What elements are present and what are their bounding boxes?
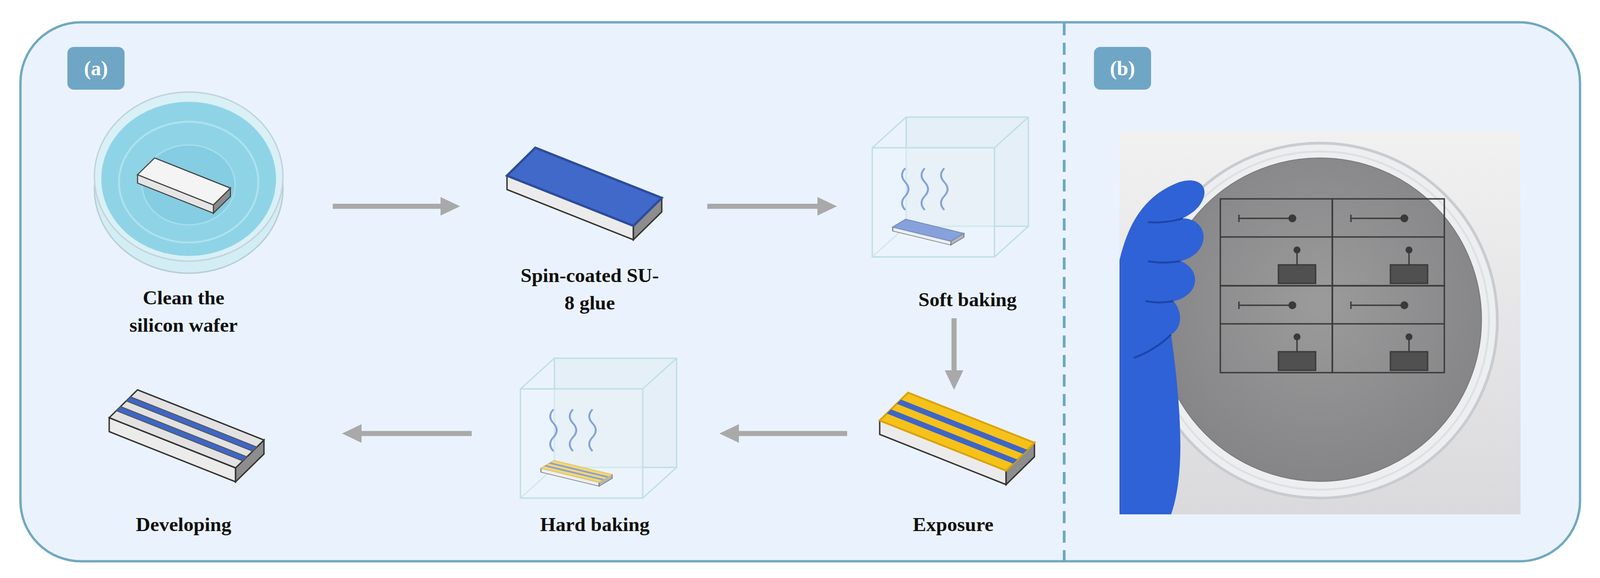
oven — [520, 358, 677, 499]
flow-arrow — [944, 318, 964, 390]
glove — [1119, 180, 1205, 515]
coated-wafer — [506, 147, 662, 240]
panel-label: (a) — [84, 56, 108, 81]
panel-badge: (a) — [67, 46, 125, 90]
flow-arrow — [707, 197, 837, 216]
wafer-photo — [1119, 130, 1521, 515]
process-step: Hard baking — [474, 353, 717, 547]
developed-wafer — [109, 389, 264, 482]
step-caption: Developing — [113, 510, 254, 539]
panel-badge: (b) — [1093, 46, 1152, 90]
step-caption: Spin-coated SU-8 glue — [520, 261, 660, 317]
process-step: Developing — [51, 381, 340, 547]
process-step: Soft baking — [839, 111, 1059, 316]
petri-dish — [94, 92, 284, 274]
flow-arrow — [719, 424, 848, 443]
step-caption: Hard baking — [525, 510, 665, 539]
panel-divider — [1062, 23, 1066, 561]
flow-arrow — [342, 424, 472, 443]
step-caption: Soft baking — [897, 285, 1038, 314]
process-step: Exposure — [849, 392, 1055, 547]
flow-arrow — [332, 197, 461, 216]
panel-label: (b) — [1110, 56, 1136, 81]
oven — [872, 117, 1029, 257]
step-caption: Clean the silicon wafer — [113, 283, 254, 339]
process-step: Spin-coated SU-8 glue — [462, 134, 705, 321]
exposed-wafer — [879, 392, 1035, 485]
step-caption: Exposure — [883, 510, 1023, 539]
panel-frame — [20, 22, 1581, 562]
process-step: Clean the silicon wafer — [69, 88, 330, 341]
